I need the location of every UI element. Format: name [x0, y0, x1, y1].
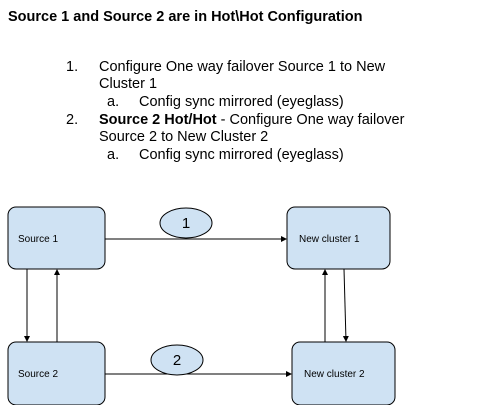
step-2-text: Source 2 Hot/Hot - Configure One way fai…: [99, 111, 404, 129]
node-source-1-label: Source 1: [18, 234, 58, 245]
step-2-text-rest: - Configure One way failover: [216, 112, 405, 128]
arrow-new-cluster-1-to-new-cluster-2: [342, 268, 349, 342]
page-title: Source 1 and Source 2 are in Hot\Hot Con…: [8, 9, 363, 25]
step-2-number: 2.: [66, 112, 79, 128]
step-2-text-continued: Source 2 to New Cluster 2: [99, 129, 269, 145]
node-new-cluster-1: New cluster 1: [286, 206, 391, 270]
node-new-cluster-2-label: New cluster 2: [304, 369, 365, 380]
step-2a-letter: a.: [107, 147, 120, 163]
node-source-2-label: Source 2: [18, 369, 58, 380]
step-1-text: Configure One way failover Source 1 to N…: [99, 59, 386, 75]
step-2-bold-text: Source 2 Hot/Hot: [99, 112, 217, 128]
step-1-number: 1.: [66, 59, 79, 75]
node-new-cluster-1-label: New cluster 1: [299, 234, 360, 245]
step-badge-2: 2: [150, 344, 204, 376]
node-source-1: Source 1: [7, 206, 106, 270]
step-badge-1: 1: [159, 207, 213, 239]
step-badge-1-label: 1: [182, 215, 190, 232]
step-1-text-continued: Cluster 1: [99, 76, 158, 92]
step-badge-2-label: 2: [173, 352, 181, 369]
step-1a-letter: a.: [107, 94, 120, 110]
node-source-2: Source 2: [7, 341, 106, 405]
node-new-cluster-2: New cluster 2: [291, 341, 396, 405]
step-1a-text: Config sync mirrored (eyeglass): [139, 94, 344, 110]
step-2a-text: Config sync mirrored (eyeglass): [139, 147, 344, 163]
